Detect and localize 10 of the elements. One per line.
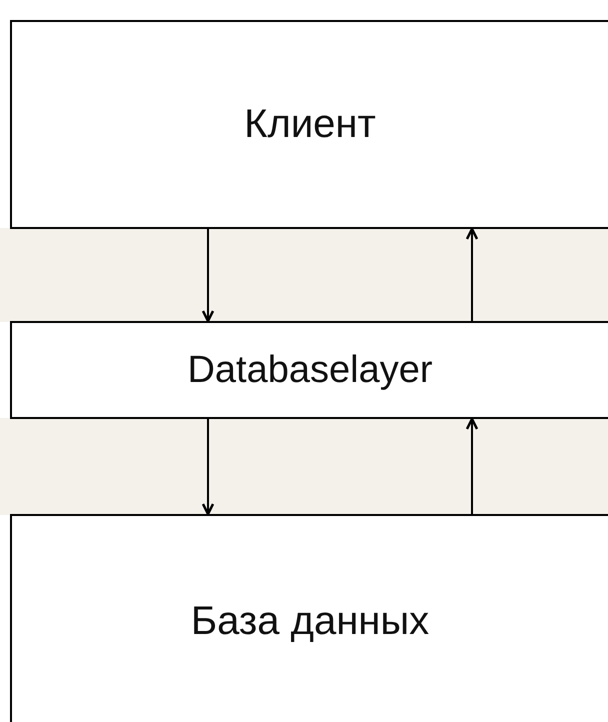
box-label: Клиент — [244, 102, 376, 147]
box-label: Databaselayer — [187, 348, 433, 392]
process-box — [10, 20, 608, 229]
arrow — [466, 418, 478, 514]
box-label: База данных — [190, 598, 430, 644]
arrow — [202, 419, 214, 516]
process-box — [10, 321, 608, 419]
process-box — [10, 514, 608, 722]
arrow — [466, 228, 478, 321]
arrow — [202, 229, 214, 322]
